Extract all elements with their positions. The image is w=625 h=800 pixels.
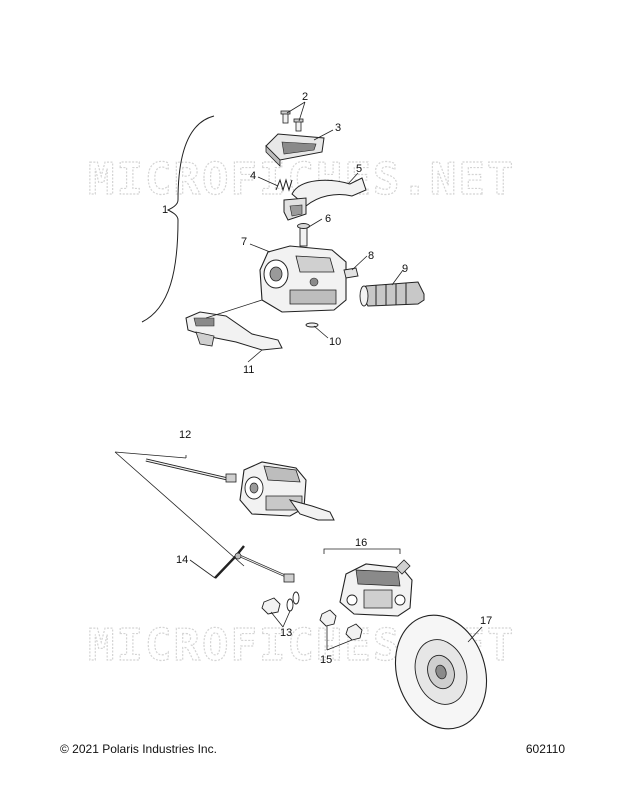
callout-14: 14 (176, 554, 188, 566)
document-number: 602110 (525, 742, 565, 756)
callout-16: 16 (355, 537, 367, 549)
banjo-bolt-part (261, 591, 300, 615)
brake-disc-part (394, 614, 488, 730)
leader-13 (270, 610, 291, 628)
spring-part (275, 178, 293, 192)
callout-1: 1 (162, 204, 168, 216)
screw-part (280, 110, 304, 132)
master-cylinder-part (259, 245, 347, 313)
callout-10: 10 (329, 336, 341, 348)
callout-2: 2 (302, 91, 308, 103)
reservoir-cover-part (265, 133, 325, 167)
leader-12 (114, 451, 245, 567)
callout-8: 8 (368, 250, 374, 262)
clip-part (343, 267, 359, 279)
brake-line-part (145, 458, 237, 483)
leader-14 (189, 559, 216, 579)
brake-lever-part (185, 311, 283, 351)
callout-13: 13 (280, 627, 292, 639)
copyright-text: © 2021 Polaris Industries Inc. (60, 742, 217, 756)
bracket-16 (323, 548, 401, 554)
callout-17: 17 (480, 615, 492, 627)
leader-17 (467, 626, 483, 643)
cable-part (214, 545, 295, 583)
group-bracket (141, 115, 215, 323)
leader-15 (326, 626, 353, 651)
caliper-part (339, 559, 413, 617)
callout-12: 12 (179, 429, 191, 441)
top-leader-lines (205, 101, 404, 363)
assembled-master-cylinder-part (239, 461, 335, 521)
lever-bracket-part (283, 177, 367, 221)
callout-4: 4 (250, 170, 256, 182)
pin-part (297, 223, 310, 247)
caliper-bolt-part (319, 609, 363, 641)
callout-6: 6 (325, 213, 331, 225)
callout-11: 11 (243, 364, 254, 376)
grip-part (359, 281, 425, 307)
callout-5: 5 (356, 163, 362, 175)
callout-7: 7 (241, 236, 247, 248)
callout-3: 3 (335, 122, 341, 134)
callout-15: 15 (320, 654, 332, 666)
callout-9: 9 (402, 263, 408, 275)
e-clip-part (305, 322, 319, 328)
